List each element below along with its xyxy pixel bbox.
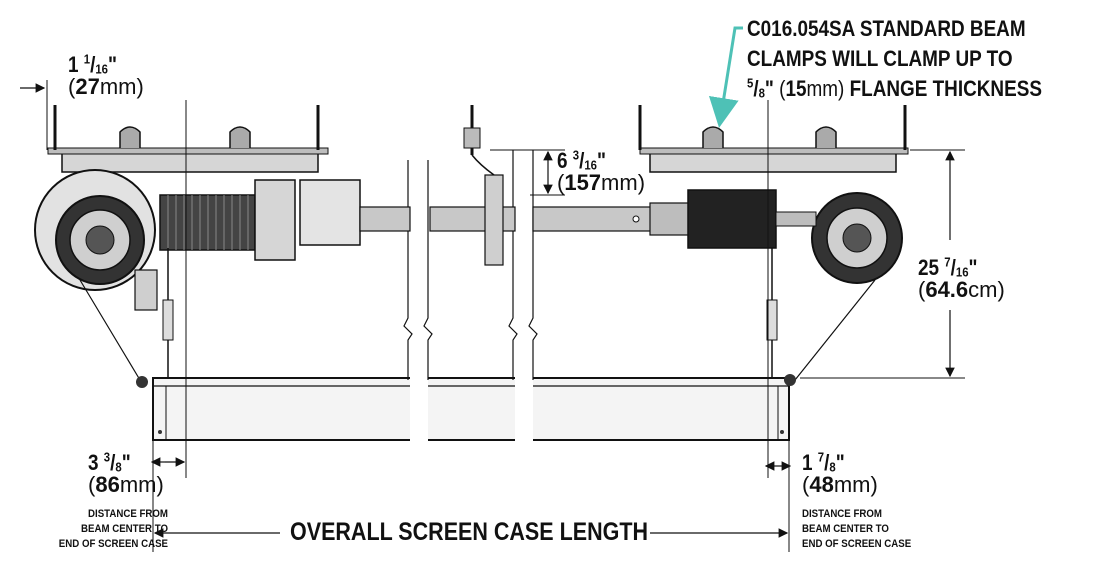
dim-left-end-lines: [150, 100, 187, 552]
support-cables: [79, 248, 876, 388]
dim-right-end-inches: 1 7/8": [802, 449, 845, 475]
center-hanger: [463, 105, 504, 266]
callout-line2: CLAMPS WILL CLAMP UP TO: [747, 45, 1013, 71]
dim-right-end-note-3: END OF SCREEN CASE: [802, 537, 912, 550]
callout-line1: C016.054SA STANDARD BEAM: [747, 16, 1026, 41]
right-beam-clamp: [638, 105, 909, 173]
left-motor-spool: [34, 169, 158, 311]
dim-left-end-note-3: END OF SCREEN CASE: [58, 537, 168, 550]
dim-drop-inches: 6 3/16": [557, 147, 606, 173]
dim-beam-offset-inches: 1 1/16": [68, 51, 117, 77]
dim-right-end-metric: (48mm): [802, 472, 878, 497]
dim-drop-lines: [490, 149, 565, 196]
screen-case: [152, 377, 790, 441]
dim-height-label: 25 7/16" (64.6cm): [918, 254, 1005, 302]
dim-left-end-label: 3 3/8" (86mm): [88, 449, 164, 497]
break-left: [403, 140, 433, 460]
dim-left-end-metric: (86mm): [88, 472, 164, 497]
dim-height-lines: [800, 149, 965, 379]
dim-left-end-note-1: DISTANCE FROM: [88, 508, 168, 520]
dim-drop-label: 6 3/16" (157mm): [557, 147, 646, 195]
roller-tube: [159, 179, 817, 261]
dim-right-end-label: 1 7/8" (48mm): [802, 449, 878, 497]
dim-left-end-inches: 3 3/8": [88, 449, 131, 475]
callout-arrow: [708, 26, 743, 128]
dim-right-end-note-2: BEAM CENTER TO: [802, 522, 889, 535]
right-motor-spool: [811, 192, 903, 284]
dim-left-end-note: DISTANCE FROM BEAM CENTER TO END OF SCRE…: [27, 507, 168, 552]
dim-right-end-lines: [764, 100, 792, 552]
left-beam-clamp: [47, 105, 329, 173]
callout-line3: 5/8" (15mm) FLANGE THICKNESS: [747, 75, 1042, 101]
callout-text: C016.054SA STANDARD BEAM CLAMPS WILL CLA…: [747, 14, 1042, 104]
dim-beam-offset-metric: (27mm): [68, 74, 144, 99]
dim-height-inches: 25 7/16": [918, 254, 978, 280]
dim-right-end-note-1: DISTANCE FROM: [802, 508, 882, 520]
dim-left-end-note-2: BEAM CENTER TO: [81, 522, 168, 535]
overall-length-label: OVERALL SCREEN CASE LENGTH: [290, 518, 648, 546]
dim-beam-offset-lines: [20, 80, 48, 150]
dim-right-end-note: DISTANCE FROM BEAM CENTER TO END OF SCRE…: [802, 507, 911, 552]
dim-drop-metric: (157mm): [557, 170, 646, 195]
dim-beam-offset-label: 1 1/16" (27mm): [68, 51, 144, 99]
break-right: [508, 140, 538, 460]
dim-height-metric: (64.6cm): [918, 277, 1005, 302]
